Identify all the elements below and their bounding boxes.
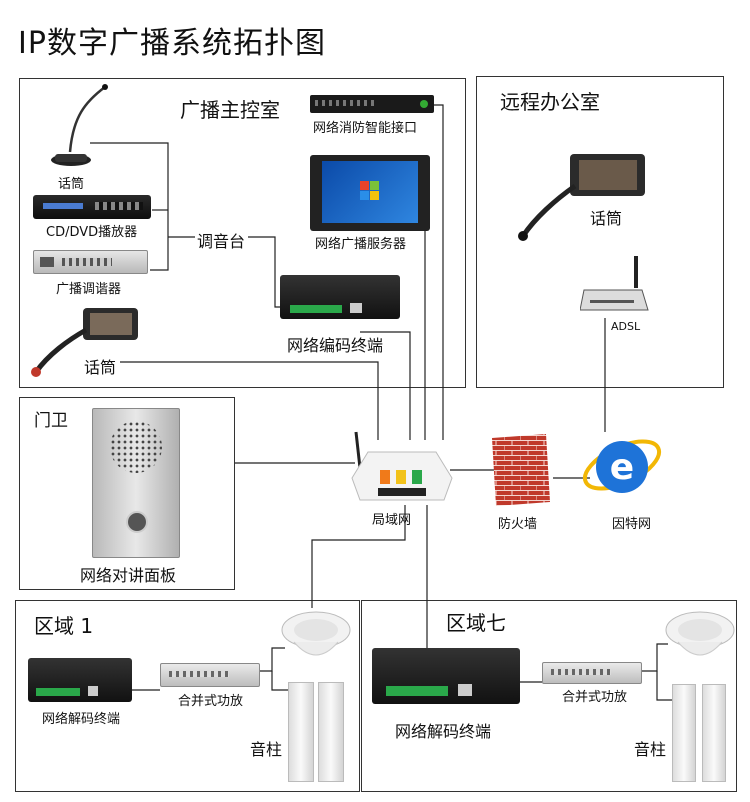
control-room-box xyxy=(19,78,466,388)
internet-icon: e xyxy=(582,439,662,493)
cd-player-device xyxy=(33,195,151,219)
remote-paging-mic-icon xyxy=(518,154,645,241)
column-speaker1a-device xyxy=(288,682,314,782)
remote-office-box xyxy=(476,76,724,388)
gate-title: 门卫 xyxy=(34,411,68,431)
mic1-label: 话筒 xyxy=(58,177,85,192)
speaker7-label: 音柱 xyxy=(634,740,667,759)
column-speaker7a-device xyxy=(672,684,696,782)
fire-interface-device xyxy=(310,95,434,113)
tuner-label: 广播调谐器 xyxy=(56,282,122,297)
zone1-title: 区域 1 xyxy=(34,614,94,638)
control-room-title: 广播主控室 xyxy=(180,98,280,122)
firewall-icon xyxy=(492,434,550,506)
decoder1-device xyxy=(28,658,132,702)
page-title: IP数字广播系统拓扑图 xyxy=(18,26,326,61)
gooseneck-mic-icon xyxy=(51,84,108,166)
amp7-label: 合并式功放 xyxy=(562,690,628,705)
decoder7-device xyxy=(372,648,520,704)
svg-text:e: e xyxy=(610,447,634,488)
amp7-device xyxy=(542,662,642,684)
column-speaker7b-device xyxy=(702,684,726,782)
ceiling-speaker1-icon xyxy=(281,611,351,656)
fire-interface-label: 网络消防智能接口 xyxy=(313,121,418,136)
encoder-label: 网络编码终端 xyxy=(287,336,384,355)
lan-label: 局域网 xyxy=(372,513,412,528)
intercom-label: 网络对讲面板 xyxy=(80,566,177,585)
mixer-label: 调音台 xyxy=(197,232,246,251)
remote-mic-label: 话筒 xyxy=(590,209,623,228)
server-device xyxy=(310,155,430,231)
remote-office-title: 远程办公室 xyxy=(500,90,600,114)
tuner-device xyxy=(33,250,148,274)
adsl-router-icon xyxy=(580,256,649,311)
adsl-label: ADSL xyxy=(611,320,641,333)
lan-router-icon xyxy=(351,431,453,501)
intercom-panel-device xyxy=(92,408,180,558)
decoder7-label: 网络解码终端 xyxy=(395,722,492,741)
encoder-device xyxy=(280,275,400,319)
amp1-label: 合并式功放 xyxy=(178,694,244,709)
cd-player-label: CD/DVD播放器 xyxy=(46,225,138,240)
zone1-box xyxy=(15,600,360,792)
decoder1-label: 网络解码终端 xyxy=(42,712,121,727)
amp1-device xyxy=(160,663,260,687)
paging-mic-icon xyxy=(31,308,138,377)
gate-box xyxy=(19,397,235,590)
firewall-label: 防火墙 xyxy=(498,517,538,532)
column-speaker1b-device xyxy=(318,682,344,782)
server-label: 网络广播服务器 xyxy=(315,237,407,252)
ceiling-speaker7-icon xyxy=(665,611,735,656)
zone7-box xyxy=(361,600,737,792)
speaker1-label: 音柱 xyxy=(250,740,283,759)
mic2-label: 话筒 xyxy=(84,358,117,377)
zone7-title: 区域七 xyxy=(446,611,506,635)
internet-label: 因特网 xyxy=(612,517,652,532)
